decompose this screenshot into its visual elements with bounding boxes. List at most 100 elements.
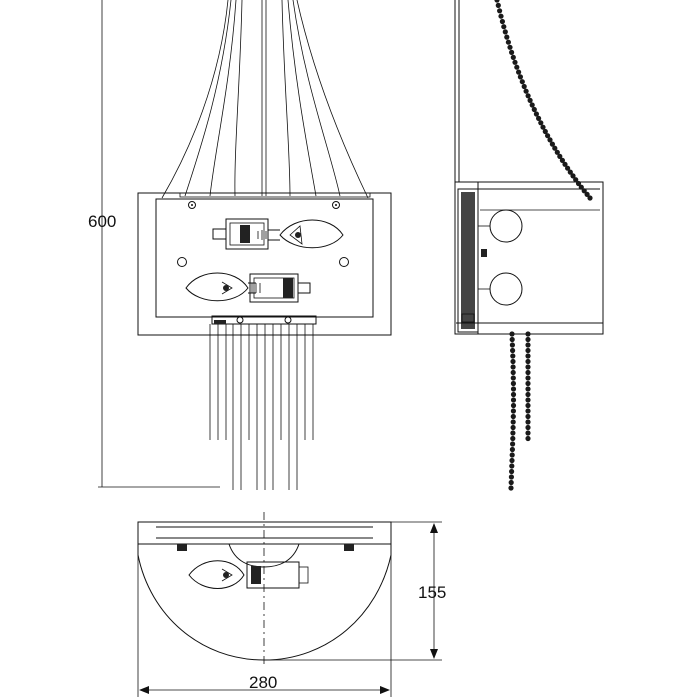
chain-bead [510, 364, 516, 370]
chain-bead [525, 408, 531, 414]
chain-bead [525, 402, 531, 409]
chain-bead [509, 342, 515, 348]
chain-bead [542, 128, 548, 135]
height-dimension: 600 [88, 0, 220, 488]
depth-dimension: 155 [264, 521, 446, 661]
chain-bead [521, 83, 527, 90]
chain-bead [510, 386, 517, 392]
chain-bead [557, 153, 563, 159]
top-view: 155 280 [137, 512, 446, 697]
chain-bead [507, 44, 513, 50]
chain-bead [514, 64, 520, 70]
chain-bead [525, 419, 531, 425]
chain-bead [565, 165, 571, 171]
width-dimension: 280 [137, 555, 392, 697]
chain-bead [587, 195, 593, 201]
chain-bead [581, 188, 587, 194]
chain-bead [562, 161, 568, 167]
chain-bead [549, 141, 556, 147]
chain-bead [510, 419, 516, 425]
chain-bead [510, 391, 517, 398]
chain-bead [510, 369, 516, 376]
chain-bead [512, 59, 518, 65]
chain-bead [508, 485, 514, 491]
chain-bead [536, 115, 542, 121]
chain-bead [525, 353, 531, 359]
chain-bead [509, 457, 515, 464]
chain-bead [525, 391, 531, 398]
chain-bead [510, 413, 516, 420]
chain-bead [509, 49, 515, 56]
chain-bead [508, 479, 514, 486]
front-plate-inner [155, 198, 374, 318]
front-screws [177, 201, 349, 267]
chain-bead [525, 375, 531, 381]
chain-bead [567, 169, 573, 175]
chain-bead [523, 88, 529, 94]
chain-bead [525, 342, 531, 348]
chain-bead [510, 358, 516, 365]
chain-bead [494, 0, 500, 3]
suspension-wires [161, 0, 371, 199]
chain-bead [554, 149, 560, 155]
chain-bead [531, 106, 537, 113]
chain-bead [510, 408, 516, 414]
chain-bead [510, 402, 517, 409]
chain-bead [509, 468, 515, 475]
chain-bead [509, 336, 515, 343]
chain-bead [545, 133, 551, 139]
height-label: 600 [88, 212, 116, 231]
chain-bead [509, 441, 516, 447]
chain-bead [497, 8, 503, 14]
lower-bulb-socket [185, 272, 311, 303]
chain-bead [525, 347, 531, 354]
chain-bead [504, 34, 510, 40]
chain-bead [498, 13, 504, 19]
chain-bead [575, 180, 582, 187]
chain-bead [540, 124, 546, 130]
chain-bead [509, 347, 516, 354]
chain-bead [533, 111, 540, 117]
chain-bead [525, 424, 531, 431]
chain-bead [547, 137, 553, 143]
depth-label: 155 [418, 583, 446, 602]
top-shade [137, 544, 392, 661]
chain-bead [525, 358, 531, 365]
chain-bead [525, 331, 531, 337]
chain-bead [525, 435, 531, 442]
chain-bead [538, 120, 544, 126]
chain-bead [509, 331, 515, 337]
chain-bead [510, 353, 516, 359]
chain-bead [525, 397, 531, 403]
chain-bead [527, 97, 533, 103]
chain-bead [525, 386, 531, 392]
side-body [454, 181, 604, 335]
chain-bead [519, 79, 525, 85]
chain-bead [570, 173, 576, 179]
chain-bead [510, 375, 516, 381]
chain-bead [505, 39, 511, 45]
chain-bead [501, 24, 507, 30]
front-view: 600 [88, 0, 392, 490]
chain-bead [508, 474, 514, 480]
chain-bead [499, 18, 505, 25]
chain-bead [509, 446, 515, 453]
chain-bead [525, 413, 531, 420]
chain-bead [578, 184, 584, 190]
crystal-rods [209, 315, 317, 490]
chain-bead [509, 463, 515, 469]
chain-bead [510, 54, 516, 61]
side-view [454, 0, 604, 491]
chain-bead [525, 93, 531, 99]
chain-bead [525, 336, 531, 343]
chain-bead [573, 177, 579, 183]
side-bulb-lower [489, 272, 523, 306]
chain-bead [525, 430, 531, 436]
chain-bead [516, 69, 522, 75]
chain-bead [525, 364, 531, 370]
chain-bead [502, 29, 508, 35]
width-label: 280 [249, 673, 277, 692]
chain-bead [559, 157, 566, 163]
chain-bead [510, 435, 516, 442]
